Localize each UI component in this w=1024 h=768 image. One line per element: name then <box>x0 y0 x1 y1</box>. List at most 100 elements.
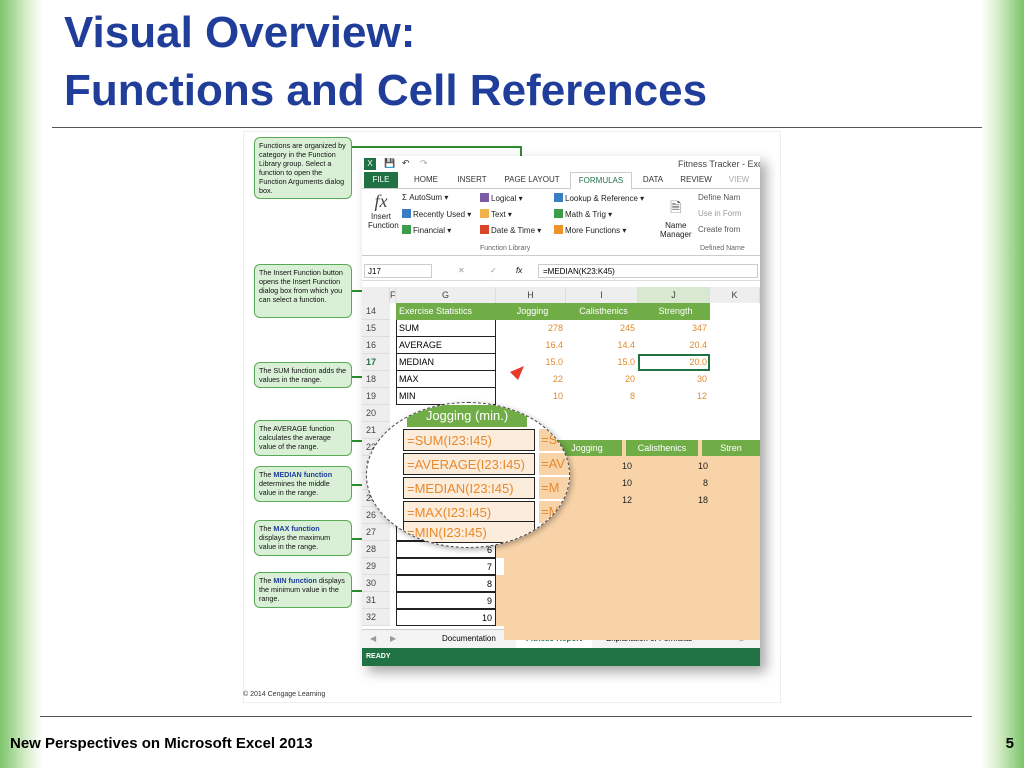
logical-icon <box>480 193 489 202</box>
row-header[interactable]: 18 <box>362 371 390 388</box>
callout-max: The MAX function displays the maximum va… <box>254 520 352 556</box>
cell-value[interactable]: 15.0 <box>617 357 635 367</box>
cell-header[interactable]: Calisthenics <box>566 303 638 320</box>
row-header[interactable]: 16 <box>362 337 390 354</box>
row-header[interactable]: 32 <box>362 609 390 626</box>
cell-value[interactable]: 245 <box>619 323 635 333</box>
autosum-button[interactable]: Σ AutoSum ▾ <box>402 193 449 202</box>
financial-label: Financial <box>413 226 446 235</box>
row-header[interactable]: 19 <box>362 388 390 405</box>
insert-function-button[interactable]: fx Insert Function <box>368 191 399 230</box>
column-header[interactable]: H <box>496 287 566 303</box>
row-header[interactable]: 20 <box>362 405 390 422</box>
callout-text: displays the maximum value in the range. <box>259 533 331 551</box>
formulas-ribbon: fx Insert Function Σ AutoSum ▾ Recently … <box>362 189 760 256</box>
cell-value[interactable]: 20.4 <box>689 340 707 350</box>
row-header[interactable]: 14 <box>362 303 390 320</box>
cell-header[interactable]: Strength <box>638 303 710 320</box>
cell-header[interactable]: Exercise Statistics <box>396 303 496 320</box>
tab-insert[interactable]: INSERT <box>457 175 487 184</box>
tab-view[interactable]: VIEW <box>728 175 750 184</box>
callout-function-library: Functions are organized by category in t… <box>254 137 352 199</box>
row-header[interactable]: 29 <box>362 558 390 575</box>
financial-button[interactable]: Financial ▾ <box>402 225 451 235</box>
cell-value[interactable]: 16.4 <box>545 340 563 350</box>
magnifier-sum-formula: =SUM(I23:I45) <box>403 429 535 451</box>
tab-formulas[interactable]: FORMULAS <box>570 172 632 190</box>
save-icon[interactable]: 💾 <box>384 158 396 168</box>
redo-icon[interactable]: ↷ <box>420 158 428 168</box>
star-icon <box>402 209 411 218</box>
logical-button[interactable]: Logical ▾ <box>480 193 523 203</box>
cell-value[interactable]: 10 <box>552 391 563 401</box>
cell-label[interactable]: 9 <box>396 592 496 609</box>
magnifier-max-formula: =MAX(I23:I45) <box>403 501 535 523</box>
cell-label[interactable]: AVERAGE <box>396 337 496 354</box>
tab-review[interactable]: REVIEW <box>680 175 712 184</box>
callout-prefix: The <box>259 470 274 479</box>
column-header[interactable]: I <box>566 287 638 303</box>
cell-label[interactable]: SUM <box>396 320 496 337</box>
excel-logo-icon: X <box>364 158 376 170</box>
lookup-button[interactable]: Lookup & Reference ▾ <box>554 193 644 203</box>
recently-used-button[interactable]: Recently Used ▾ <box>402 209 471 219</box>
callout-prefix: The <box>259 576 274 585</box>
column-header[interactable]: J <box>638 287 710 303</box>
cell-value[interactable]: 30 <box>696 374 707 384</box>
column-header[interactable]: G <box>396 287 496 303</box>
more-functions-button[interactable]: More Functions ▾ <box>554 225 626 235</box>
zoom-arrow-icon <box>498 366 524 392</box>
clock-icon <box>480 225 489 234</box>
name-box[interactable]: J17 <box>364 264 432 278</box>
tab-data[interactable]: DATA <box>642 175 664 184</box>
column-header[interactable]: F <box>390 287 396 303</box>
tab-page-layout[interactable]: PAGE LAYOUT <box>504 175 560 184</box>
use-in-formula-button[interactable]: Use in Form <box>698 209 742 218</box>
cell-label[interactable]: 7 <box>396 558 496 575</box>
cell-value[interactable]: 22 <box>552 374 563 384</box>
callout-text: The Insert Function button opens the Ins… <box>259 268 343 304</box>
cell-value[interactable]: 12 <box>696 391 707 401</box>
define-name-button[interactable]: Define Nam <box>698 193 740 202</box>
next-sheet-icon[interactable]: ▶ <box>390 634 397 643</box>
footer-text: New Perspectives on Microsoft Excel 2013 <box>10 735 313 752</box>
cell-value[interactable]: 278 <box>547 323 563 333</box>
column-header[interactable]: K <box>710 287 760 303</box>
math-button[interactable]: Math & Trig ▾ <box>554 209 612 219</box>
magnifier-side-cell: =M <box>539 501 569 523</box>
tab-home[interactable]: HOME <box>414 175 438 184</box>
select-all-corner[interactable] <box>362 287 390 303</box>
cell-label[interactable]: MAX <box>396 371 496 388</box>
row-header[interactable]: 27 <box>362 524 390 541</box>
enter-icon[interactable]: ✓ <box>490 266 497 275</box>
cell-value[interactable]: 20.0 <box>638 354 710 371</box>
cell-value[interactable]: 14.4 <box>617 340 635 350</box>
slide-title: Visual Overview: Functions and Cell Refe… <box>64 4 707 120</box>
row-header[interactable]: 15 <box>362 320 390 337</box>
text-button[interactable]: Text ▾ <box>480 209 512 219</box>
undo-icon[interactable]: ↶ <box>402 158 410 168</box>
cell-value[interactable]: 20 <box>624 374 635 384</box>
prev-sheet-icon[interactable]: ◀ <box>370 634 377 643</box>
cell-label[interactable]: 10 <box>396 609 496 626</box>
sheet-tab-documentation[interactable]: Documentation <box>442 634 496 643</box>
cell-header[interactable]: Jogging <box>496 303 566 320</box>
formula-input[interactable]: =MEDIAN(K23:K45) <box>538 264 758 278</box>
cancel-icon[interactable]: ✕ <box>458 266 465 275</box>
cell-value[interactable]: 347 <box>691 323 707 333</box>
row-header[interactable]: 17 <box>362 354 390 371</box>
create-from-button[interactable]: Create from <box>698 225 740 234</box>
name-manager-button[interactable]: 🗎 Name Manager <box>660 197 692 239</box>
fx-icon[interactable]: fx <box>516 266 523 275</box>
text-icon <box>480 209 489 218</box>
cell-label[interactable]: MEDIAN <box>396 354 496 371</box>
row-header[interactable]: 30 <box>362 575 390 592</box>
tab-file[interactable]: FILE <box>364 172 398 188</box>
cell-label[interactable]: 8 <box>396 575 496 592</box>
date-time-button[interactable]: Date & Time ▾ <box>480 225 541 235</box>
row-header[interactable]: 28 <box>362 541 390 558</box>
row-header[interactable]: 31 <box>362 592 390 609</box>
cell-value[interactable]: 8 <box>629 391 635 401</box>
cell-value[interactable]: 15.0 <box>545 357 563 367</box>
magnifier-average-formula: =AVERAGE(I23:I45) <box>403 453 535 475</box>
